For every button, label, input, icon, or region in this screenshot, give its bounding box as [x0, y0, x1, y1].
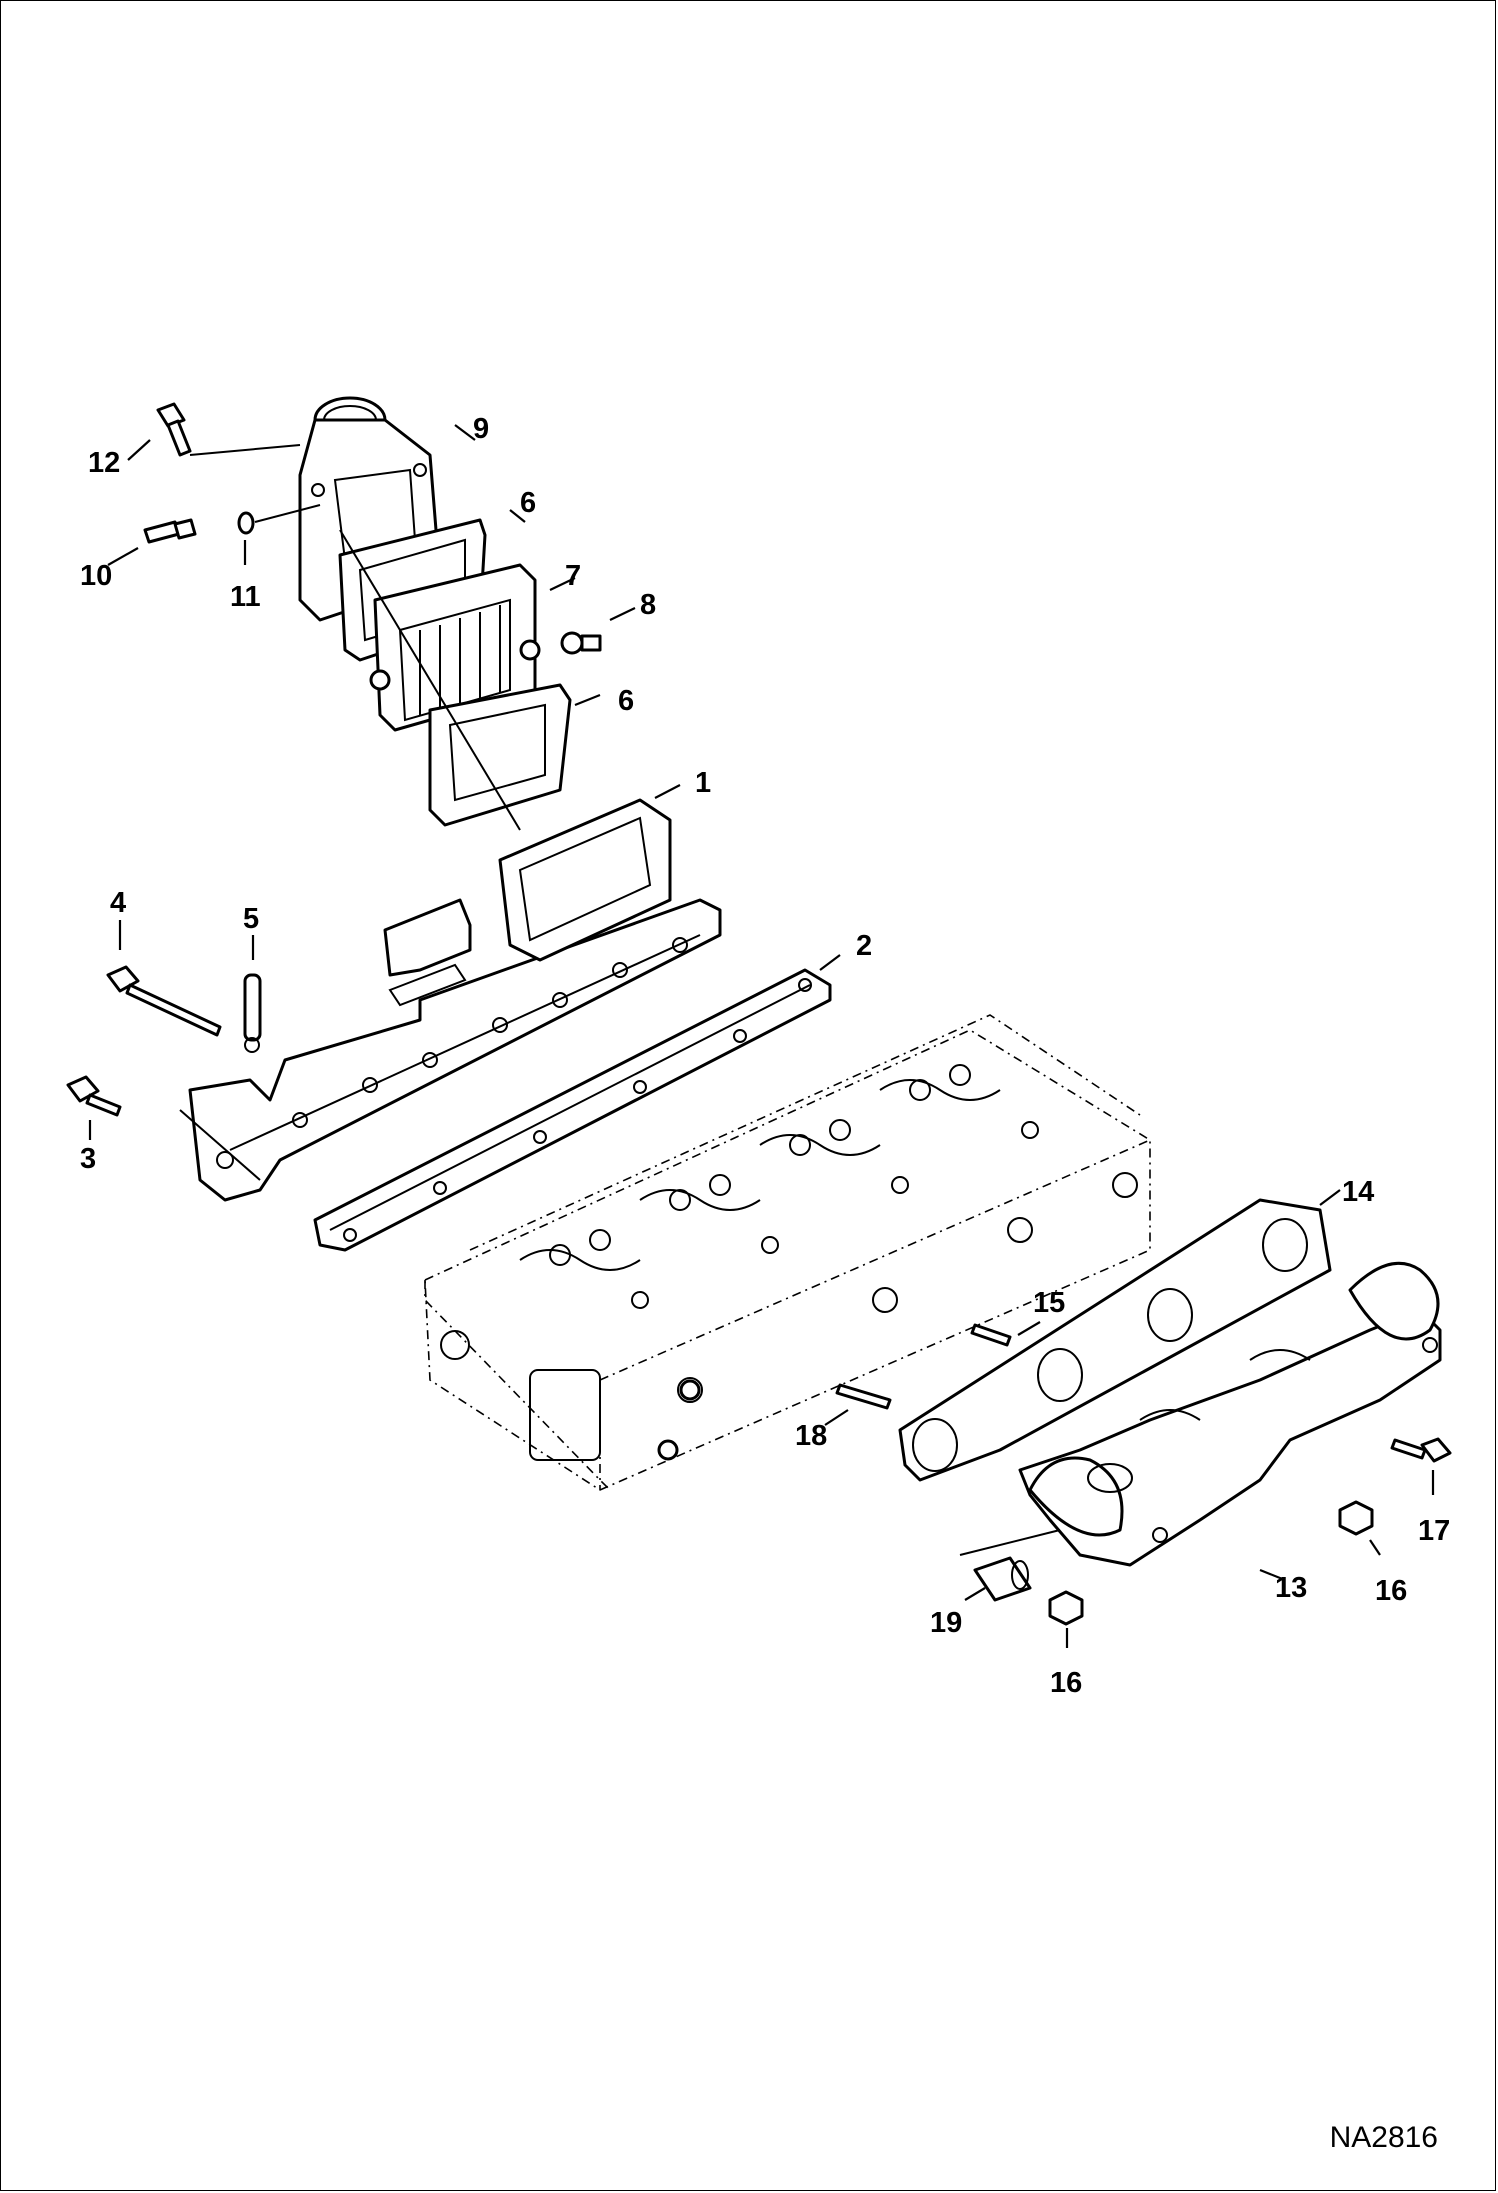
spacer-19: [973, 1556, 1032, 1602]
callout-19: 19: [930, 1607, 962, 1639]
callout-11: 11: [230, 581, 261, 613]
intake-manifold: [188, 798, 722, 1202]
nut-16-bottom: [1048, 1590, 1084, 1626]
gasket-6-lower: [428, 683, 572, 827]
fitting-12: [156, 402, 192, 457]
fitting-10: [143, 518, 197, 544]
callout-10: 10: [80, 560, 112, 592]
cylinder-head-outline: [424, 1014, 1151, 1491]
callout-12: 12: [88, 447, 120, 479]
callout-4: 4: [110, 887, 126, 919]
callout-5: 5: [243, 903, 259, 935]
callout-17: 17: [1418, 1515, 1450, 1547]
bolt-4: [106, 965, 222, 1037]
exhaust-gasket-14: [898, 1198, 1332, 1482]
callout-14: 14: [1342, 1176, 1374, 1208]
callout-1: 1: [695, 767, 711, 799]
callout-16-right: 16: [1375, 1575, 1407, 1607]
bolt-8: [560, 631, 602, 655]
callout-3: 3: [80, 1143, 96, 1175]
washer-11: [237, 511, 255, 535]
nut-16-right: [1338, 1500, 1374, 1536]
leader-lines: [88, 424, 1435, 1648]
callout-7: 7: [565, 560, 581, 592]
callout-18: 18: [795, 1420, 827, 1452]
callout-15: 15: [1033, 1287, 1065, 1319]
callout-8: 8: [640, 589, 656, 621]
spacer-5: [243, 973, 262, 1053]
bolt-17: [1390, 1437, 1452, 1463]
bolt-3: [66, 1075, 122, 1117]
callout-6-upper: 6: [520, 487, 536, 519]
callout-2: 2: [856, 930, 872, 962]
callout-6-lower: 6: [618, 685, 634, 717]
stud-18: [835, 1383, 892, 1410]
stud-15: [970, 1323, 1012, 1347]
callout-9: 9: [473, 413, 489, 445]
callout-16-bottom: 16: [1050, 1667, 1082, 1699]
figure-id: NA2816: [1329, 2121, 1438, 2154]
intake-gasket: [313, 968, 832, 1252]
callout-13: 13: [1275, 1572, 1307, 1604]
exhaust-manifold-13: [1018, 1261, 1442, 1567]
